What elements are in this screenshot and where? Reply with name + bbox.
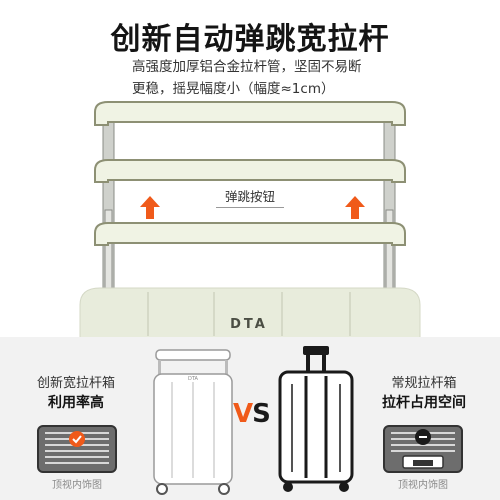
left-caption: 顶视内饰图 [52,480,102,491]
svg-text:DTA: DTA [188,376,199,382]
wide-handle-interior-view [37,425,117,473]
left-comparison-title: 创新宽拉杆箱 [36,376,115,391]
right-comparison-tagline: 拉杆占用空间 [382,395,466,411]
up-arrow-icon [345,196,365,219]
feature-description: 高强度加厚铝合金拉杆管，坚固不易断 更稳，摇晃幅度小（幅度≈1cm） [132,56,432,100]
luggage-top: DTA [79,287,421,340]
bounce-button-label: 弹跳按钮 [224,189,275,204]
callout-line [216,207,284,208]
wide-handle-suitcase-icon: DTA [153,349,233,495]
check-icon [69,431,85,447]
feature-description-line-1: 高强度加厚铝合金拉杆管，坚固不易断 [132,59,362,75]
right-comparison-title: 常规拉杆箱 [391,376,457,391]
telescoping-handle-illustration: DTA [79,101,421,340]
page-title: 创新自动弹跳宽拉杆 [110,22,390,57]
handle-bar-middle [94,159,406,183]
regular-suitcase-icon [278,346,354,492]
minus-icon [415,429,431,445]
brand-logo: DTA [230,317,268,332]
vs-label: VS [233,399,271,429]
right-caption: 顶视内饰图 [398,480,448,491]
left-comparison-tagline: 利用率高 [48,395,104,411]
handle-bar-top [94,101,406,126]
vs-s: S [252,399,271,429]
regular-handle-interior-view [383,425,463,473]
up-arrow-icon [140,196,160,219]
feature-description-line-2: 更稳，摇晃幅度小（幅度≈1cm） [132,81,335,97]
vs-v: V [233,399,253,429]
handle-bar-bottom [94,222,406,246]
